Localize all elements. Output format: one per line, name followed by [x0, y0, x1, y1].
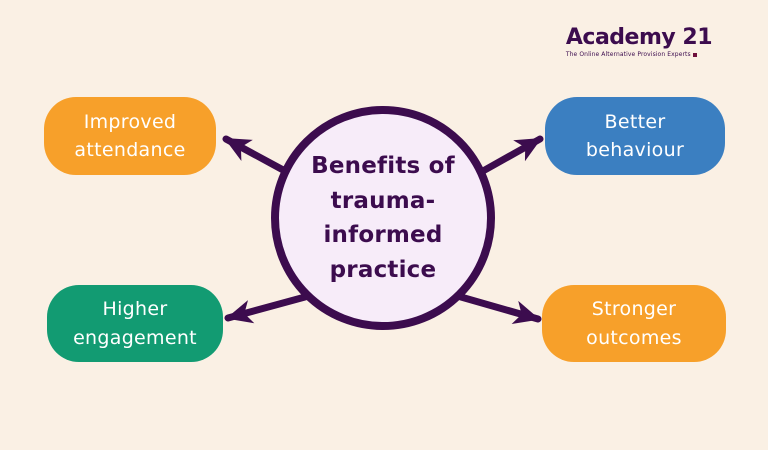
- brand-logo: Academy 21 The Online Alternative Provis…: [565, 25, 713, 59]
- node-label-stronger-outcomes: Stronger outcomes: [586, 298, 682, 349]
- arrow-to-better-behaviour: [479, 135, 544, 175]
- node-label-higher-engagement: Higher engagement: [73, 298, 197, 349]
- center-node: Benefits of trauma- informed practice: [271, 106, 495, 330]
- arrow-to-higher-engagement: [224, 293, 309, 324]
- node-stronger-outcomes: Stronger outcomes: [542, 285, 726, 362]
- brand-tagline-row: The Online Alternative Provision Experts: [566, 51, 712, 58]
- node-improved-attendance: Improved attendance: [44, 97, 216, 175]
- node-label-better-behaviour: Better behaviour: [585, 110, 685, 162]
- brand-name: Academy 21: [565, 25, 713, 50]
- node-label-improved-attendance: Improved attendance: [74, 110, 186, 162]
- arrow-to-stronger-outcomes: [457, 293, 542, 324]
- node-better-behaviour: Better behaviour: [545, 97, 725, 175]
- center-label: Benefits of trauma- informed practice: [311, 153, 455, 283]
- node-higher-engagement: Higher engagement: [47, 285, 223, 362]
- brand-mark-square-icon: [692, 52, 697, 57]
- brand-tagline: The Online Alternative Provision Experts: [565, 51, 691, 58]
- arrow-to-improved-attendance: [222, 135, 289, 175]
